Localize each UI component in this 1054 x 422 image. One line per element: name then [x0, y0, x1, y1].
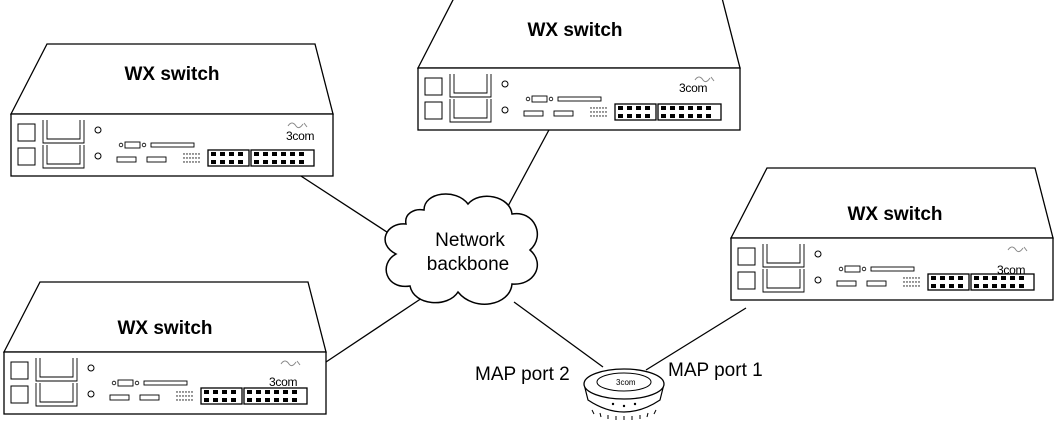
wx-switch-2: WX switch 3com	[417, 0, 741, 131]
link-switch2-backbone	[506, 127, 551, 209]
connections	[283, 127, 747, 371]
link-switch3-backbone	[325, 295, 426, 363]
map-port-1-label: MAP port 1	[668, 360, 763, 381]
wx-switch-3: WX switch 3com	[3, 281, 327, 415]
cloud-shape	[384, 193, 539, 305]
map-port-2-label: MAP port 2	[475, 364, 570, 385]
switch-label: WX switch	[527, 20, 622, 41]
network-backbone-cloud: Network backbone	[384, 193, 539, 305]
brand-logo: 3com	[286, 129, 314, 143]
switch-label: WX switch	[117, 318, 212, 339]
brand-logo: 3com	[679, 81, 707, 95]
map-brand-logo: 3com	[616, 378, 636, 387]
brand-logo: 3com	[269, 375, 297, 389]
link-switch1-backbone	[283, 164, 394, 237]
brand-logo: 3com	[997, 263, 1025, 277]
switch-label: WX switch	[124, 64, 219, 85]
switch-label: WX switch	[847, 204, 942, 225]
link-map-port2-backbone	[513, 301, 604, 368]
cloud-label-line1: Network	[435, 230, 505, 251]
link-map-port1-switch4	[645, 307, 747, 371]
wx-switch-1: WX switch 3com	[10, 43, 334, 177]
wx-switch-4: WX switch 3com	[730, 167, 1054, 301]
map-access-point: 3com	[583, 368, 665, 420]
cloud-label-line2: backbone	[427, 254, 509, 275]
